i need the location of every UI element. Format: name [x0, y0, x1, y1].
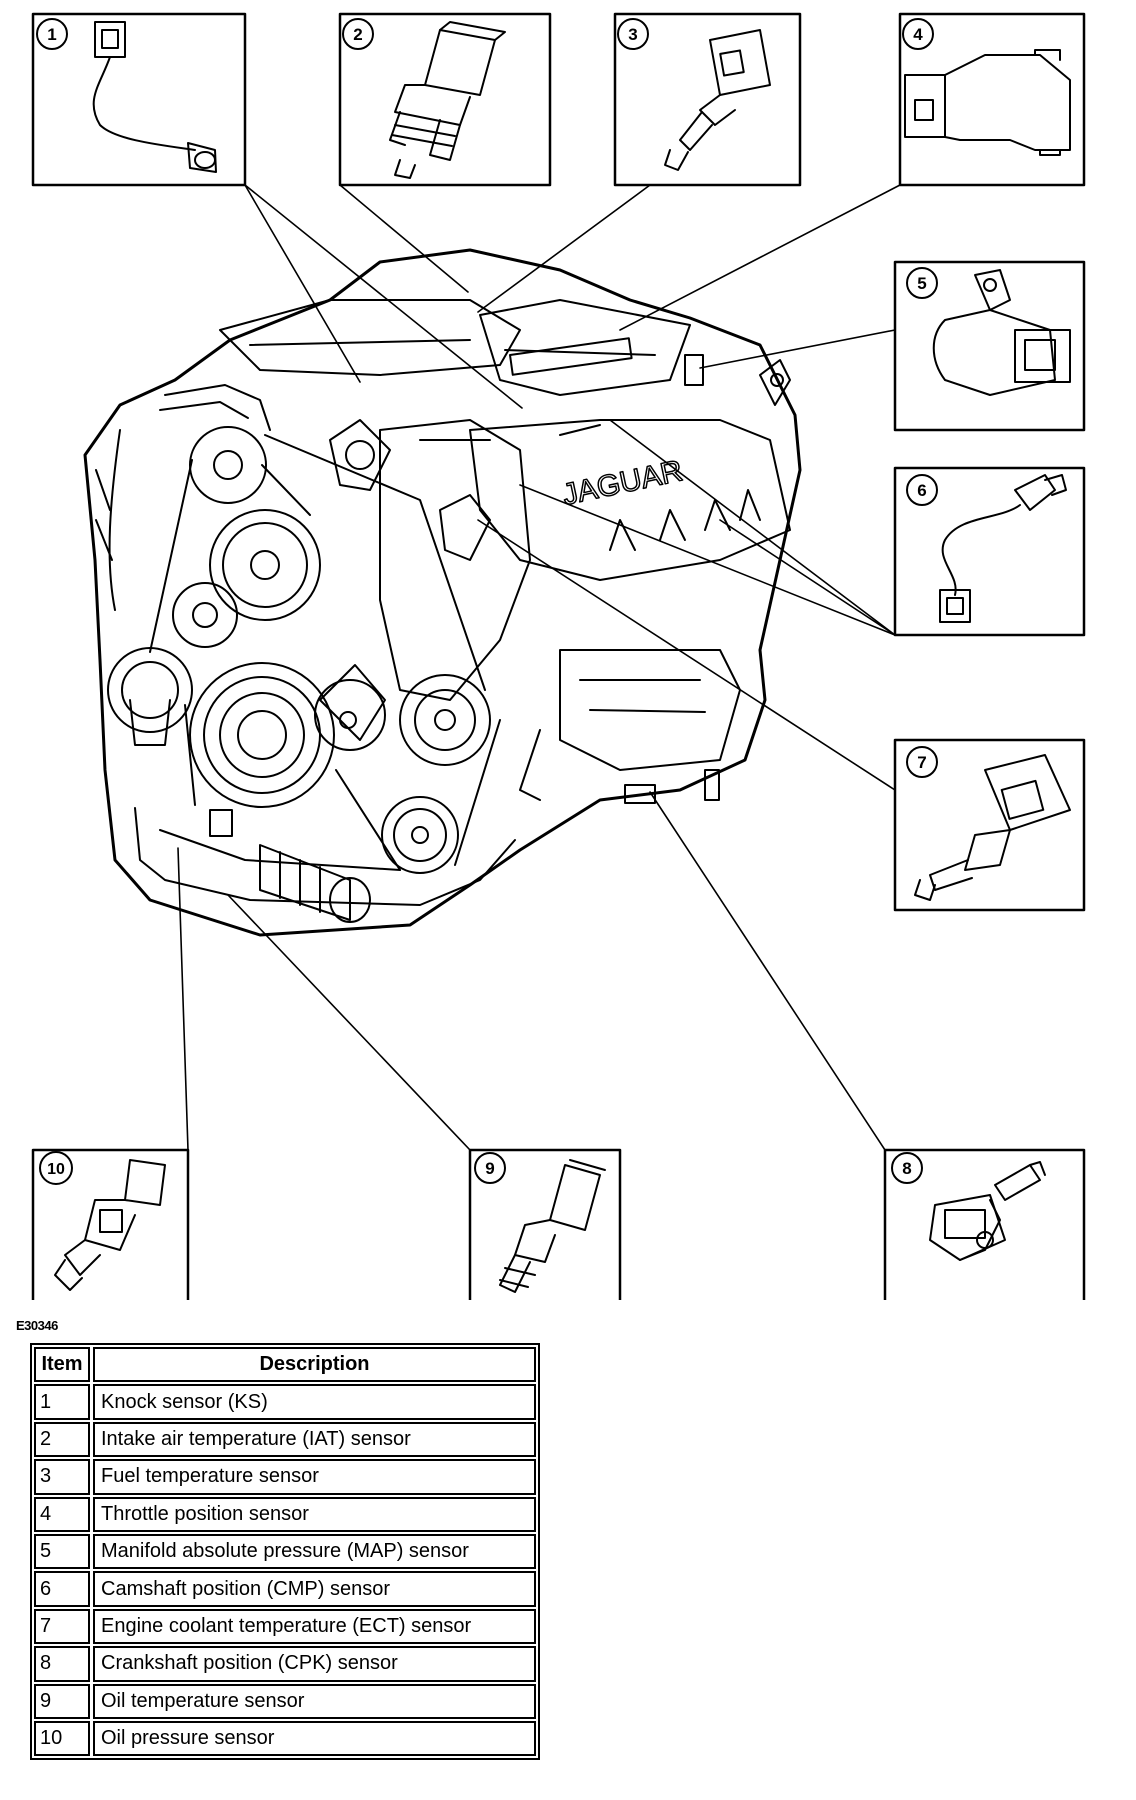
sensor-box-2: 2	[338, 12, 552, 187]
legend-item-description: Knock sensor (KS)	[93, 1384, 536, 1420]
callout-circle-5	[906, 267, 938, 299]
callout-number-5: 5	[917, 274, 926, 293]
legend-row: 7 Engine coolant temperature (ECT) senso…	[34, 1608, 536, 1645]
cmp-sensor-icon	[939, 474, 1067, 623]
legend-item-number: 4	[34, 1496, 90, 1532]
pulley-alternator	[209, 509, 321, 621]
legend-row: 1 Knock sensor (KS)	[34, 1384, 536, 1420]
figure-reference: E30346	[16, 1318, 58, 1333]
legend-row: 8 Crankshaft position (CPK) sensor	[34, 1646, 536, 1682]
sensor-box-7: 7	[893, 738, 1086, 912]
legend-item-number: 6	[34, 1571, 90, 1607]
sensor-box-10: 10	[31, 1148, 190, 1300]
callout-number-7: 7	[917, 753, 926, 772]
legend-item-number: 10	[34, 1720, 90, 1757]
legend-item-description: Camshaft position (CMP) sensor	[93, 1571, 536, 1607]
legend-item-description: Engine coolant temperature (ECT) sensor	[93, 1608, 536, 1645]
legend-item-description: Manifold absolute pressure (MAP) sensor	[93, 1533, 536, 1570]
pulley-ac-compressor	[399, 674, 491, 766]
iat-sensor-icon	[389, 21, 506, 179]
callout-circle-9	[474, 1152, 506, 1184]
callout-number-8: 8	[902, 1159, 911, 1178]
legend-item-number: 3	[34, 1459, 90, 1495]
callout-circle-8	[891, 1152, 923, 1184]
pulley-crankshaft	[189, 662, 335, 808]
engine-sensor-diagram: JAGUAR 1	[31, 12, 1086, 1300]
engine-illustration: JAGUAR	[83, 248, 802, 937]
legend-header-item: Item	[34, 1347, 90, 1383]
sensor-box-5: 5	[893, 260, 1086, 432]
cpk-sensor-icon	[929, 1161, 1046, 1261]
oil-temp-sensor-icon	[499, 1159, 606, 1293]
sensor-box-3: 3	[613, 12, 802, 187]
drive-belt	[149, 434, 501, 871]
callout-circle-2	[342, 18, 374, 50]
legend-item-number: 2	[34, 1421, 90, 1458]
throttle-position-sensor-icon	[904, 49, 1071, 156]
callout-circle-10	[39, 1151, 73, 1185]
sensor-box-1: 1	[31, 12, 247, 187]
callout-number-9: 9	[485, 1159, 494, 1178]
legend-item-number: 8	[34, 1646, 90, 1682]
legend-item-number: 1	[34, 1384, 90, 1420]
callout-circle-6	[906, 474, 938, 506]
sensor-box-8: 8	[883, 1148, 1086, 1300]
legend-item-number: 9	[34, 1683, 90, 1719]
legend-item-description: Intake air temperature (IAT) sensor	[93, 1421, 536, 1458]
legend-row: 5 Manifold absolute pressure (MAP) senso…	[34, 1533, 536, 1570]
legend-item-description: Oil pressure sensor	[93, 1720, 536, 1757]
callout-number-4: 4	[913, 25, 923, 44]
knock-sensor-icon	[92, 21, 217, 173]
callout-circle-7	[906, 746, 938, 778]
legend-row: 9 Oil temperature sensor	[34, 1683, 536, 1719]
legend-item-description: Crankshaft position (CPK) sensor	[93, 1646, 536, 1682]
legend-row: 10 Oil pressure sensor	[34, 1720, 536, 1757]
sensor-box-9: 9	[468, 1148, 622, 1300]
callout-number-3: 3	[628, 25, 637, 44]
legend-row: 2 Intake air temperature (IAT) sensor	[34, 1421, 536, 1458]
pulley-lower	[381, 796, 459, 874]
legend-item-number: 7	[34, 1608, 90, 1645]
pulley-top	[189, 426, 267, 504]
leader-lines	[177, 184, 901, 1151]
ect-sensor-icon	[914, 754, 1071, 901]
map-sensor-icon	[932, 269, 1071, 396]
legend-table: Item Description 1 Knock sensor (KS) 2 I…	[30, 1343, 540, 1761]
fuel-temp-sensor-icon	[664, 29, 771, 171]
legend-header-row: Item Description	[34, 1347, 536, 1383]
legend-item-description: Fuel temperature sensor	[93, 1459, 536, 1495]
pulley-water-pump	[314, 664, 386, 751]
callout-circle-4	[902, 18, 934, 50]
legend-row: 4 Throttle position sensor	[34, 1496, 536, 1532]
callout-circle-1	[36, 18, 68, 50]
legend-item-description: Oil temperature sensor	[93, 1683, 536, 1719]
callout-number-6: 6	[917, 481, 926, 500]
legend-row: 6 Camshaft position (CMP) sensor	[34, 1571, 536, 1607]
pulley-power-steering	[107, 647, 193, 746]
legend-header-description: Description	[93, 1347, 536, 1383]
legend-item-description: Throttle position sensor	[93, 1496, 536, 1532]
oil-filter	[259, 844, 371, 923]
sensor-box-4: 4	[898, 12, 1086, 187]
callout-circle-3	[617, 18, 649, 50]
callout-number-1: 1	[47, 25, 56, 44]
pulley-idler	[172, 582, 238, 648]
callout-number-2: 2	[353, 25, 362, 44]
legend-row: 3 Fuel temperature sensor	[34, 1459, 536, 1495]
oil-pressure-sensor-icon	[54, 1159, 166, 1291]
callout-number-10: 10	[47, 1161, 65, 1178]
legend-item-number: 5	[34, 1533, 90, 1570]
sensor-box-6: 6	[893, 466, 1086, 637]
